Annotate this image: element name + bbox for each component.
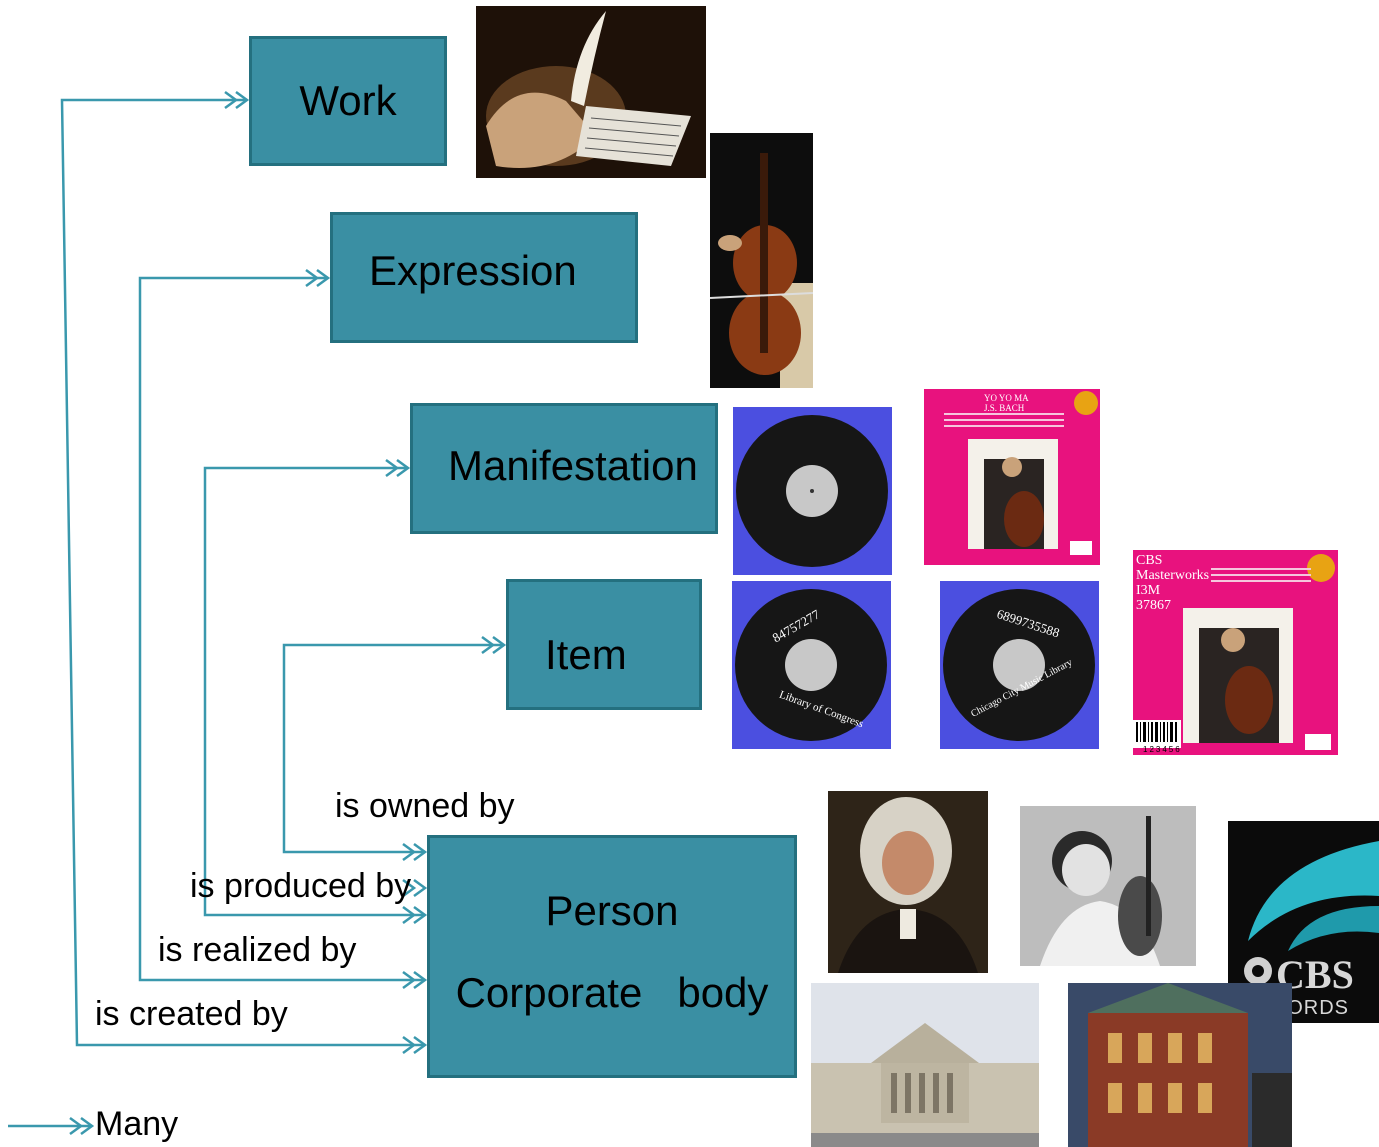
expression-label: Expression (369, 246, 577, 294)
work-label: Work (299, 77, 397, 124)
manifestation-box: Manifestation (410, 403, 718, 534)
record-chicago-image: 6899735588 Chicago City Music Library (940, 581, 1099, 749)
connector-realized (138, 276, 425, 982)
expression-box: Expression (330, 212, 638, 343)
is-created-by-label: is created by (95, 995, 288, 1033)
corporate-body-label: Corporate body (455, 968, 769, 1016)
cd-cover-title: YO YO MA J.S. BACH (984, 393, 1029, 413)
cellist-image (710, 133, 813, 388)
legend-many-label: Many (95, 1105, 179, 1143)
cd-item-barcode-digits: 123456 (1143, 745, 1182, 754)
library-of-congress-image (811, 983, 1039, 1147)
manifestation-label: Manifestation (448, 441, 698, 489)
connector-created (60, 98, 425, 1047)
work-box: Work (249, 36, 447, 166)
cd-item-stamp: CBS Masterworks I3M 37867 (1136, 553, 1210, 613)
cd-item-image: CBS Masterworks I3M 37867 123456 (1133, 550, 1338, 755)
connector-owned (282, 643, 504, 854)
person-label: Person (545, 886, 679, 934)
cd-cover-image: YO YO MA J.S. BACH (924, 389, 1100, 565)
is-produced-by-label: is produced by (190, 867, 412, 905)
vinyl-record-image (733, 407, 892, 575)
item-label: Item (545, 630, 627, 678)
person-corporate-box: Person Corporate body (427, 835, 797, 1078)
chicago-library-image (1068, 983, 1292, 1147)
is-realized-by-label: is realized by (158, 931, 357, 969)
is-owned-by-label: is owned by (335, 787, 515, 825)
yoyoma-photo-image (1020, 806, 1196, 966)
quill-hand-image (476, 6, 706, 178)
bach-portrait-image (828, 791, 988, 973)
connector-produced (203, 466, 425, 917)
record-loc-image: 84757277 Library of Congress (732, 581, 891, 749)
item-box: Item (506, 579, 702, 710)
